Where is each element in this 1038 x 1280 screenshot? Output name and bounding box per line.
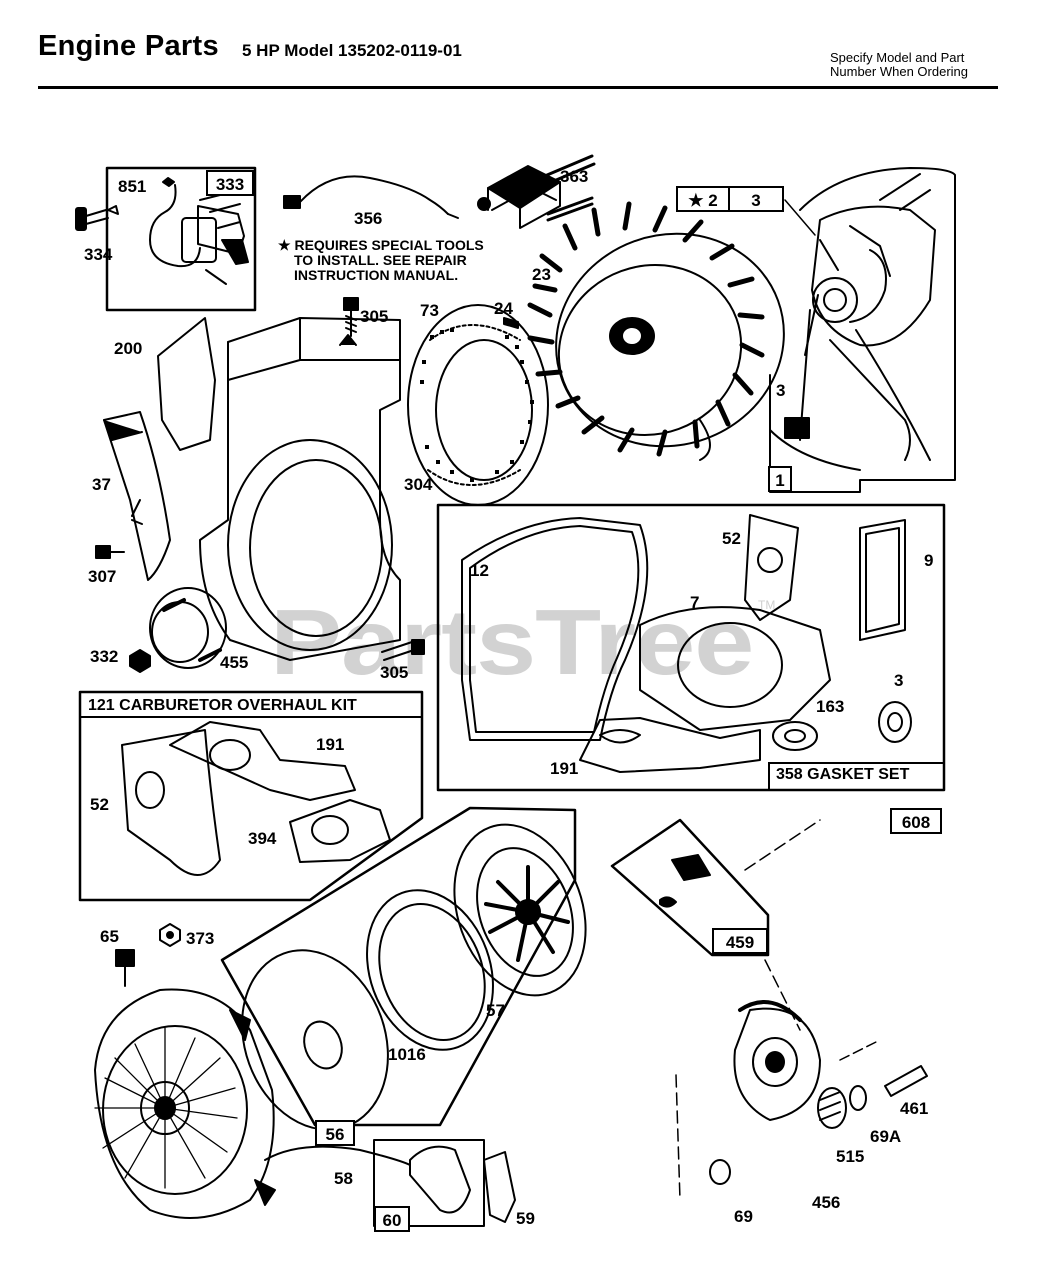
header-divider (38, 86, 998, 89)
part-label-334: 334 (84, 245, 113, 264)
screw-307 (95, 545, 125, 559)
part-label-373: 373 (186, 929, 215, 948)
part-label-57: 57 (486, 1001, 505, 1020)
part-label-363: 363 (560, 167, 589, 186)
note-line2: TO INSTALL. SEE REPAIR (294, 252, 467, 268)
starter-housing (94, 988, 276, 1219)
ordering-note: Specify Model and Part Number When Order… (830, 51, 968, 79)
part-label-305-top: 305 (360, 307, 389, 326)
fasteners-65-373 (115, 923, 181, 987)
note-line3: INSTRUCTION MANUAL. (294, 267, 459, 283)
screw-305-top (343, 297, 359, 337)
part-label-851: 851 (118, 177, 147, 196)
ordering-note-line1: Specify Model and Part (830, 50, 965, 65)
part-label-455: 455 (220, 653, 249, 672)
part-label-163: 163 (816, 697, 845, 716)
box-label-1: 1 (768, 466, 792, 492)
part-label-461: 461 (900, 1099, 929, 1118)
screw-334 (75, 205, 119, 231)
box-label-459: 459 (712, 928, 768, 954)
flywheel-puller-363 (477, 154, 596, 229)
note-line1: REQUIRES SPECIAL TOOLS (294, 237, 484, 253)
ordering-note-line2: Number When Ordering (830, 64, 968, 79)
box-label-60: 60 (374, 1206, 410, 1232)
part-label-52-carb: 52 (90, 795, 109, 814)
screw-305-bottom (381, 639, 425, 661)
part-label-52-gasket: 52 (722, 529, 741, 548)
box-label-608: 608 (890, 808, 942, 834)
part-label-9: 9 (924, 551, 934, 570)
gasket-set-title-frame (768, 762, 944, 790)
part-label-3-crankcase: 3 (776, 381, 786, 400)
model-number: 5 HP Model 135202-0119-01 (242, 41, 462, 60)
ignition-armature-group (105, 166, 257, 312)
part-label-3-seal: 3 (894, 671, 904, 690)
part-label-1016: 1016 (388, 1045, 426, 1064)
part-label-305-bottom: 305 (380, 663, 409, 682)
flywheel-23 (527, 201, 785, 461)
starter-cup-455 (149, 587, 227, 669)
box-label-333: 333 (206, 170, 254, 196)
part-label-394: 394 (248, 829, 277, 848)
clutch-assembly-box (610, 818, 928, 1201)
part-label-59: 59 (516, 1209, 535, 1228)
part-label-37: 37 (92, 475, 111, 494)
air-baffle-200 (157, 317, 216, 451)
part-label-307: 307 (88, 567, 117, 586)
watermark: PartsTree (270, 589, 754, 694)
gasket-set-title: 358 GASKET SET (776, 766, 910, 783)
part-label-23: 23 (532, 265, 551, 284)
special-tools-note: ★ REQUIRES SPECIAL TOOLS TO INSTALL. SEE… (278, 238, 484, 283)
part-label-69: 69 (734, 1207, 753, 1226)
part-label-200: 200 (114, 339, 143, 358)
blower-housing-304 (199, 317, 401, 661)
carburetor-kit-box (78, 690, 424, 902)
part-label-65: 65 (100, 927, 119, 946)
crankcase-assembly (769, 167, 956, 493)
rewind-starter-box (220, 806, 587, 1131)
part-label-73: 73 (420, 301, 439, 320)
page-title: Engine Parts (38, 30, 219, 62)
part-label-515: 515 (836, 1147, 865, 1166)
watermark-trademark: TM (758, 598, 776, 612)
star-icon: ★ (278, 237, 291, 253)
part-label-332: 332 (90, 647, 119, 666)
part-label-12: 12 (470, 561, 489, 580)
part-label-191-gasket: 191 (550, 759, 579, 778)
part-label-456: 456 (812, 1193, 841, 1212)
starter-rope-and-handle (264, 1139, 516, 1227)
part-label-7: 7 (690, 593, 700, 612)
box-label-2: ★ 2 (676, 186, 730, 212)
part-label-304: 304 (404, 475, 433, 494)
part-label-356: 356 (354, 209, 383, 228)
nut-332 (129, 649, 151, 673)
ground-wire-356 (283, 175, 459, 219)
part-label-191-carb: 191 (316, 735, 345, 754)
part-label-24: 24 (494, 299, 513, 318)
carburetor-kit-title: 121 CARBURETOR OVERHAUL KIT (88, 697, 357, 714)
box-label-3: 3 (728, 186, 784, 212)
flywheel-key-24 (503, 317, 519, 329)
air-vane-37 (103, 411, 171, 581)
gasket-set-box (436, 503, 946, 792)
part-label-69A: 69A (870, 1127, 902, 1146)
part-label-58: 58 (334, 1169, 353, 1188)
box-label-56: 56 (315, 1120, 355, 1146)
